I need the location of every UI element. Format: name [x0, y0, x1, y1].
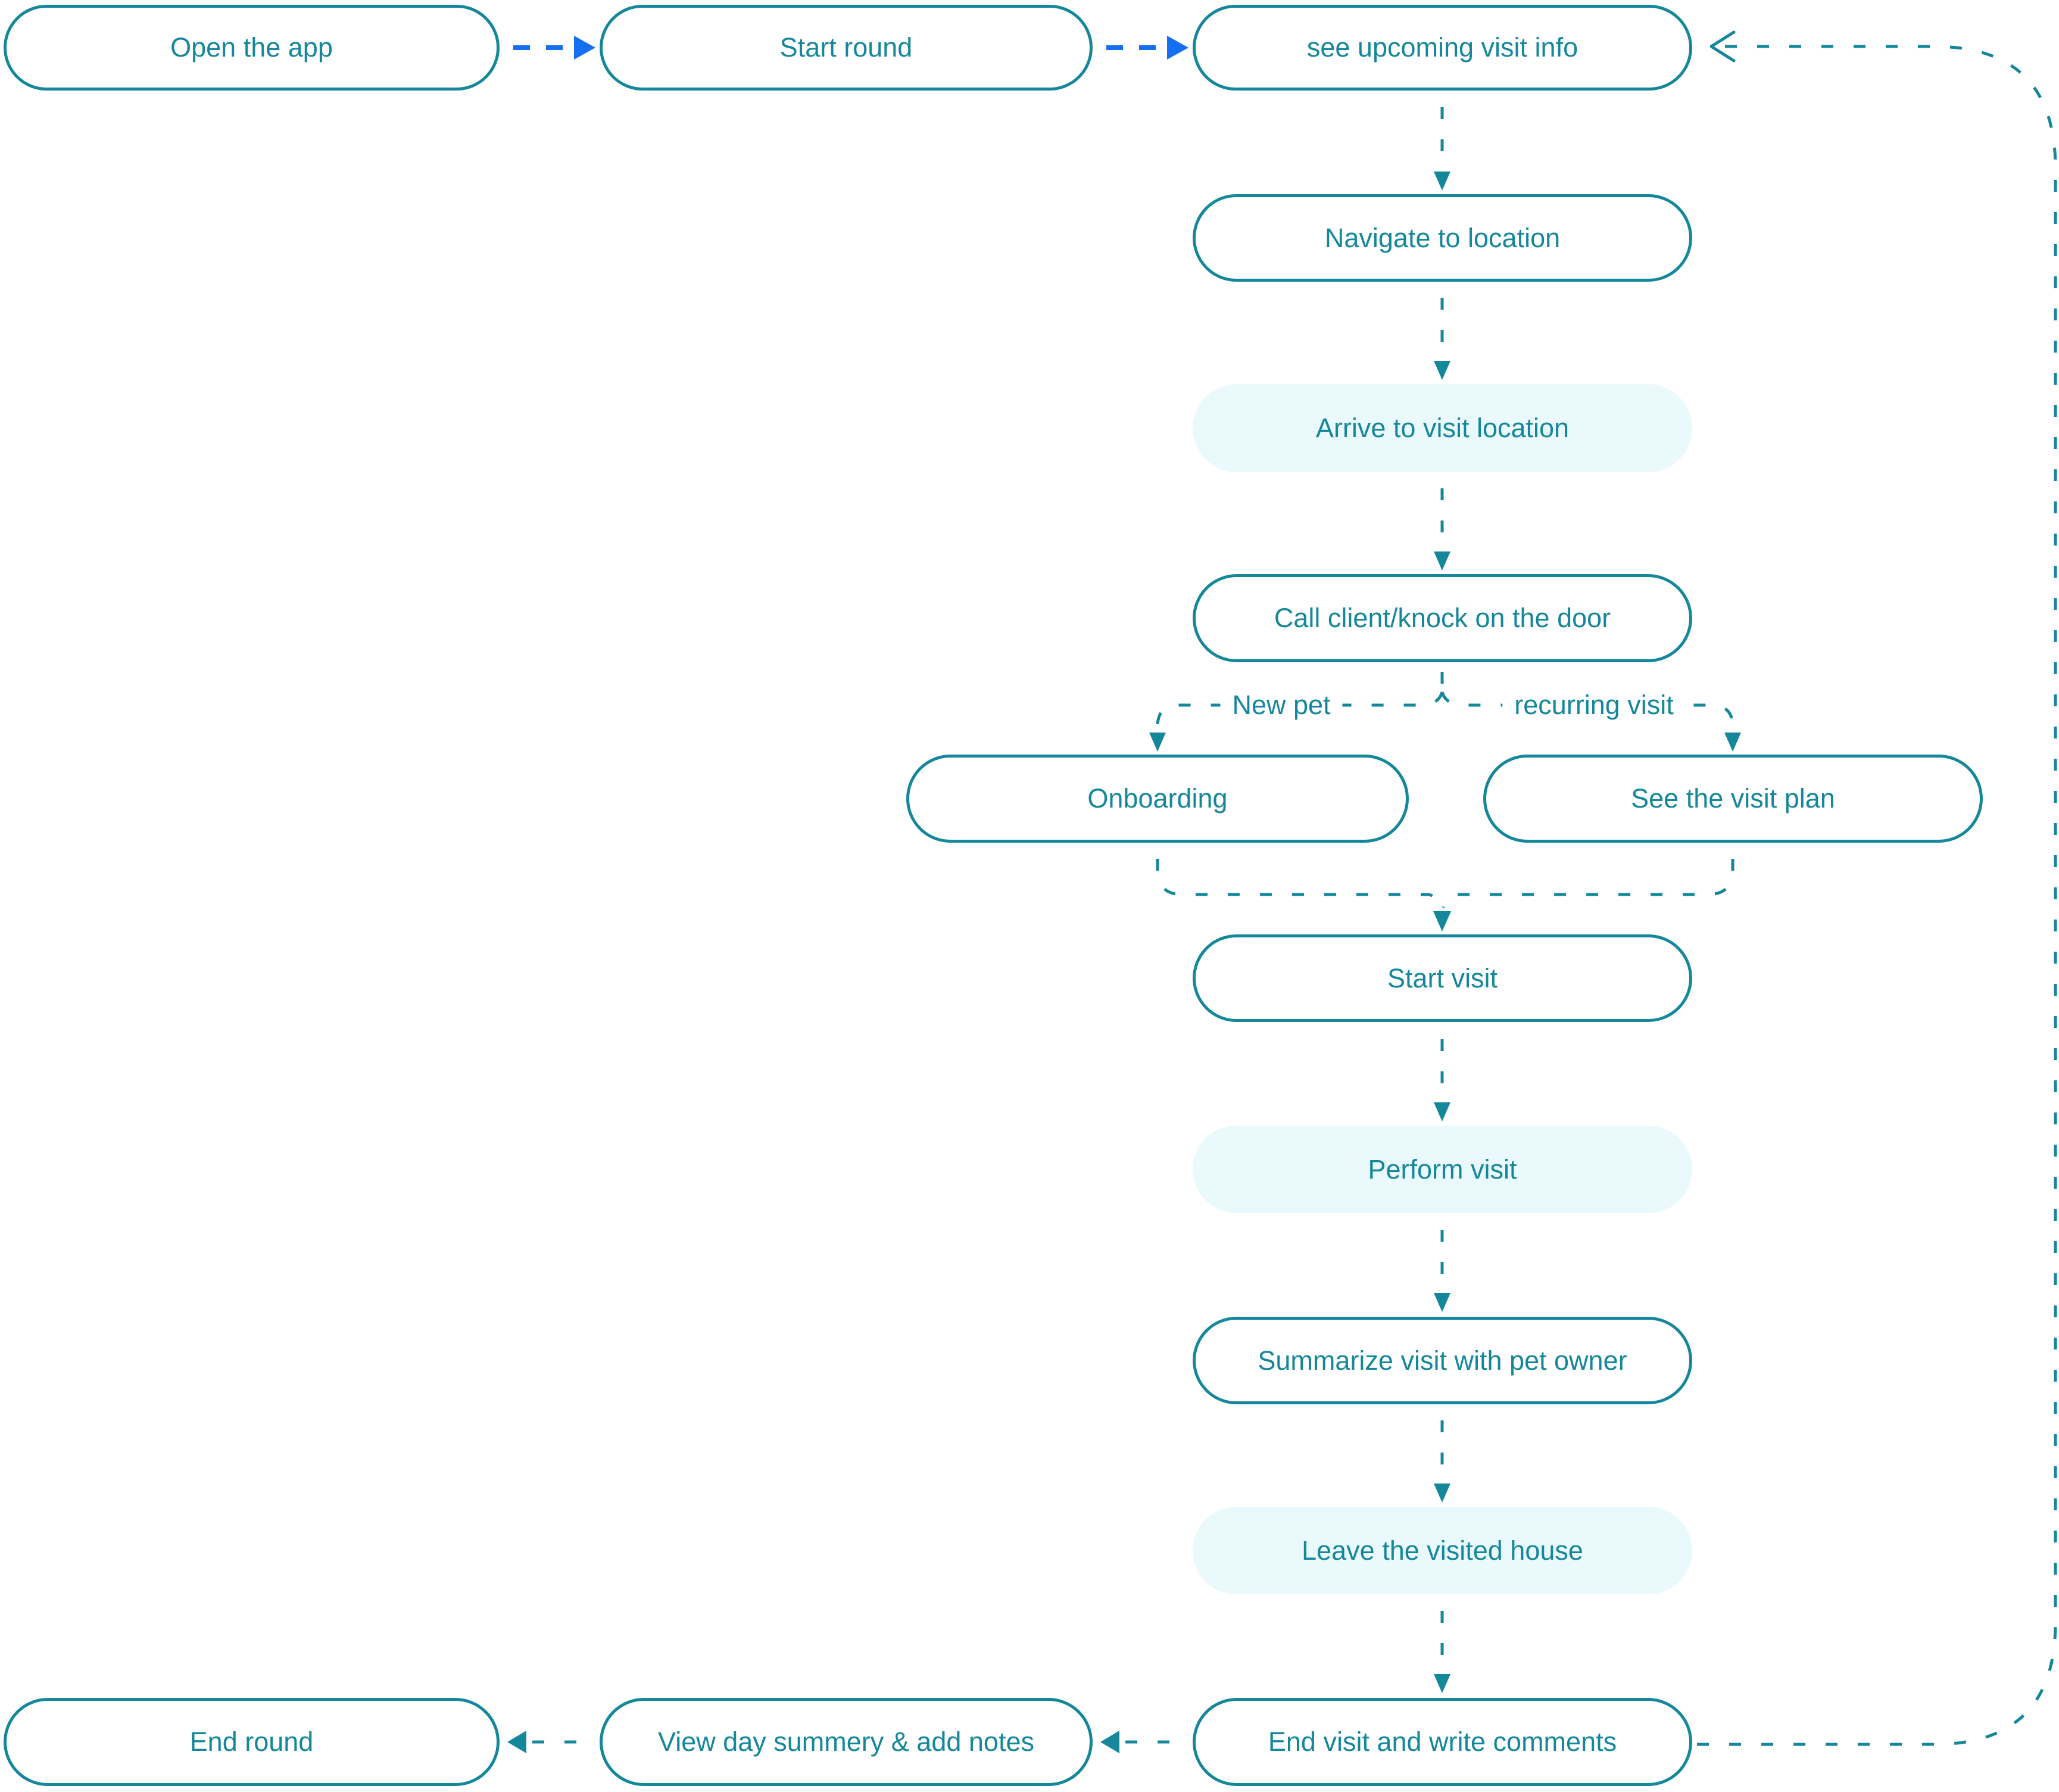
node-leave-the-visited-house[interactable]: Leave the visited house: [1193, 1507, 1692, 1594]
node-see-upcoming-visit-info[interactable]: see upcoming visit info: [1193, 5, 1692, 91]
edge-startvisit-to-perform: [1434, 1039, 1450, 1121]
node-summarize-visit-with-pet-owner[interactable]: Summarize visit with pet owner: [1193, 1317, 1692, 1404]
node-label: End round: [189, 1726, 314, 1757]
node-navigate-to-location[interactable]: Navigate to location: [1193, 194, 1692, 282]
node-label: See the visit plan: [1631, 783, 1835, 814]
edge-upcoming-to-navigate: [1434, 107, 1450, 191]
node-label: Navigate to location: [1324, 222, 1561, 253]
node-label: Open the app: [170, 32, 333, 63]
edge-loop-endvisit-to-upcoming: [1697, 30, 2057, 1746]
edge-viewday-to-endround: [507, 1731, 593, 1753]
node-label: Start visit: [1387, 962, 1498, 993]
node-call-client-knock-on-door[interactable]: Call client/knock on the door: [1193, 574, 1692, 662]
node-label: Perform visit: [1368, 1154, 1517, 1185]
edge-arrive-to-call: [1434, 488, 1450, 571]
node-view-day-summary-add-notes[interactable]: View day summery & add notes: [600, 1698, 1093, 1786]
node-open-the-app[interactable]: Open the app: [4, 5, 500, 91]
node-label: View day summery & add notes: [658, 1726, 1034, 1757]
edge-leave-to-endvisit: [1434, 1611, 1450, 1693]
node-start-round[interactable]: Start round: [600, 5, 1093, 91]
node-onboarding[interactable]: Onboarding: [906, 755, 1409, 843]
node-end-visit-and-write-comments[interactable]: End visit and write comments: [1193, 1698, 1692, 1786]
node-perform-visit[interactable]: Perform visit: [1193, 1126, 1692, 1213]
node-label: Leave the visited house: [1302, 1535, 1583, 1566]
edge-open-app-to-start-round: [513, 36, 595, 60]
edge-seeplan-to-startvisit: [1433, 859, 1734, 931]
node-see-the-visit-plan[interactable]: See the visit plan: [1483, 755, 1983, 843]
node-label: Arrive to visit location: [1315, 413, 1570, 444]
node-label: Summarize visit with pet owner: [1258, 1345, 1627, 1376]
edge-endvisit-to-viewday: [1100, 1731, 1186, 1753]
edge-call-to-onboarding: [1149, 691, 1444, 752]
edge-summarize-to-leave: [1434, 1420, 1450, 1503]
node-label: End visit and write comments: [1268, 1726, 1617, 1757]
edge-call-to-seeplan: [1440, 691, 1741, 752]
edge-onboarding-to-startvisit: [1156, 859, 1443, 908]
node-label: see upcoming visit info: [1306, 32, 1578, 63]
node-end-round[interactable]: End round: [4, 1698, 500, 1786]
edge-navigate-to-arrive: [1434, 298, 1450, 380]
node-label: Onboarding: [1087, 783, 1228, 814]
node-arrive-to-visit-location[interactable]: Arrive to visit location: [1193, 384, 1692, 472]
edge-start-round-to-see-upcoming: [1106, 36, 1188, 60]
edge-label-recurring-visit: recurring visit: [1502, 688, 1686, 722]
node-label: Start round: [779, 32, 913, 63]
node-label: Call client/knock on the door: [1274, 603, 1611, 634]
node-start-visit[interactable]: Start visit: [1193, 934, 1692, 1022]
edge-label-new-pet: New pet: [1220, 688, 1343, 722]
edge-perform-to-summarize: [1434, 1230, 1450, 1312]
